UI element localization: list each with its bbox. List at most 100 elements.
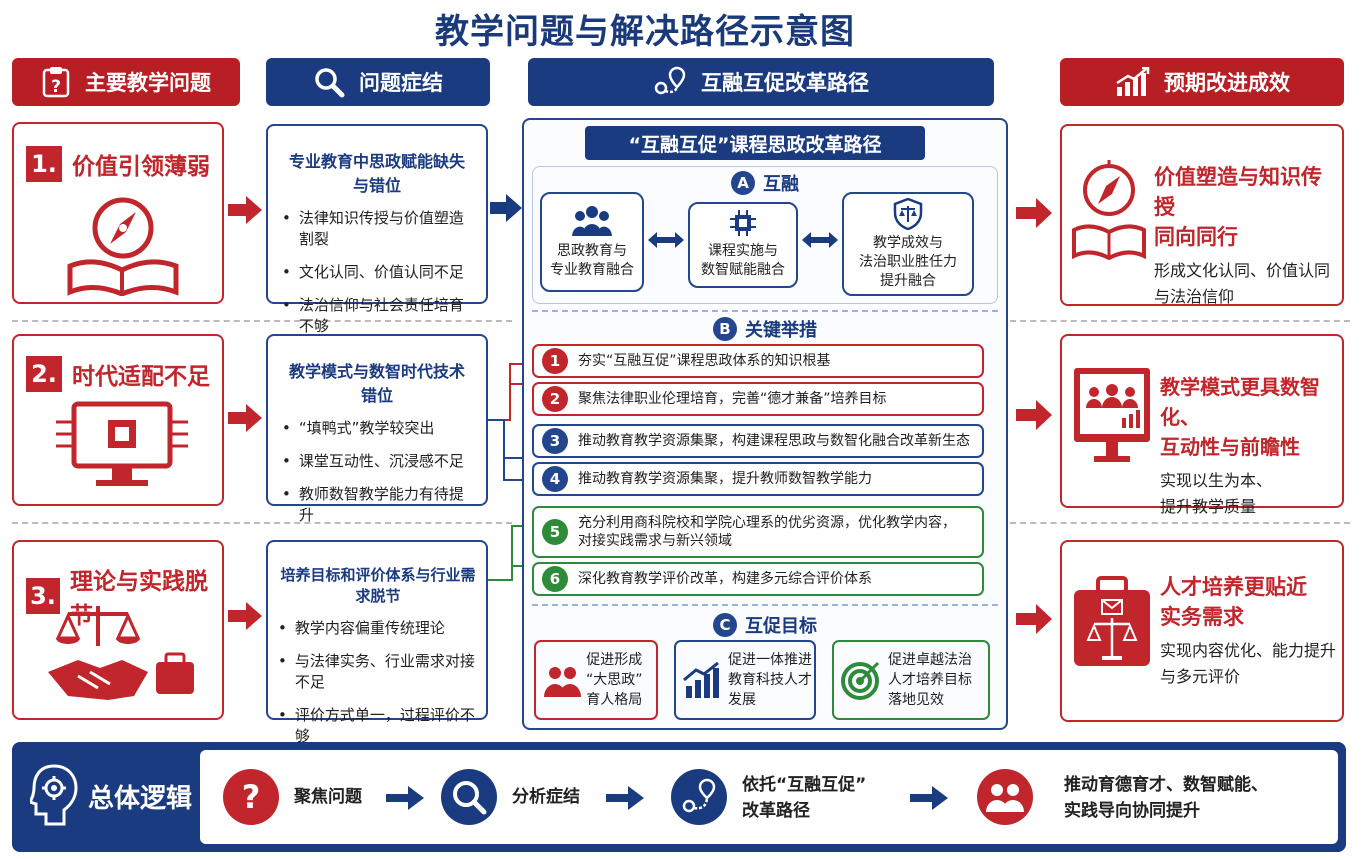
problem-title-2: 2. 时代适配不足 (26, 356, 222, 392)
header-symptoms-label: 问题症结 (359, 71, 443, 95)
measure-step-5: 5 充分利用商科院校和学院心理系的优劣资源，优化教学内容， 对接实践需求与新兴领… (532, 506, 984, 558)
arrow-right-icon (1016, 400, 1052, 430)
arrow-right-icon (228, 404, 262, 432)
people-circle-icon (977, 769, 1033, 825)
header-symptoms: 问题症结 (266, 58, 490, 106)
step-number: 6 (542, 566, 568, 592)
symptom-item: 与法律实务、行业需求对接不足 (294, 652, 475, 691)
logic-step-3: 依托“互融互促” 改革路径 (742, 775, 867, 821)
arrow-right-icon (228, 602, 262, 630)
problem-title-3: 3. 理论与实践脱节 (26, 562, 222, 630)
scales-handshake-icon (48, 606, 194, 700)
problem-card-1: 1. 价值引领薄弱 (12, 122, 224, 304)
section-label: 互融 (763, 174, 799, 195)
problem-number: 1. (26, 146, 62, 182)
outcome-desc: 实现以生为本、 提升教学质量 (1160, 471, 1273, 516)
header-path-label: 互融互促改革路径 (701, 71, 869, 95)
arrow-right-icon (606, 786, 644, 810)
outcome-card-2: 教学模式更具数智化、 互动性与前瞻性 实现以生为本、 提升教学质量 (1060, 334, 1344, 516)
symptom-card-3: 培养目标和评价体系与行业需求脱节 •教学内容偏重传统理论 •与法律实务、行业需求… (266, 540, 488, 745)
growth-chart-icon (683, 662, 719, 698)
fusion-box-2: 课程实施与 数智赋能融合 (688, 202, 798, 288)
section-c-heading: C 互促目标 (532, 612, 998, 638)
clipboard-question-icon: ? (42, 67, 70, 98)
goal-text: 促进卓越法治 人才培养目标 落地见效 (888, 652, 972, 708)
bar-chart-up-icon (1116, 67, 1150, 96)
briefcase-scales-icon (1074, 576, 1150, 666)
compass-book-icon (1072, 160, 1146, 261)
symptom-item: 文化认同、价值认同不足 (298, 263, 464, 281)
outcome-desc: 形成文化认同、价值认同 与法治信仰 (1154, 261, 1331, 306)
measure-step-1: 1 夯实“互融互促”课程思政体系的知识根基 (532, 344, 984, 378)
double-arrow-icon (802, 232, 838, 248)
measure-step-4: 4 推动教育教学资源集聚，提升教师数智教学能力 (532, 462, 984, 496)
symptom-card-2: 教学模式与数智时代技术错位 •“填鸭式”教学较突出 •课堂互动性、沉浸感不足 •… (266, 334, 488, 524)
problem-number: 3. (26, 578, 60, 614)
section-b-heading: B 关键举措 (532, 316, 998, 342)
fusion-label: 教学成效与 法治职业胜任力 提升融合 (859, 234, 957, 289)
outcome-title: 价值塑造与知识传授 同向同行 (1154, 165, 1322, 249)
arrow-right-icon (386, 786, 424, 810)
outcome-card-3: 人才培养更贴近 实务需求 实现内容优化、能力提升 与多元评价 (1060, 540, 1344, 722)
step-number: 3 (542, 428, 568, 454)
symptom-title: 教学模式与数智时代技术错位 (288, 362, 465, 405)
head-gear-icon (30, 764, 78, 826)
shield-scales-icon (893, 197, 923, 230)
symptom-item: 课堂互动性、沉浸感不足 (298, 452, 464, 470)
arrow-right-icon (1016, 198, 1052, 228)
route-pin-icon (654, 66, 686, 95)
header-path: 互融互促改革路径 (528, 58, 994, 106)
section-letter: A (731, 171, 755, 195)
people-icon (544, 667, 581, 697)
outcome-text-3: 人才培养更贴近 实务需求 实现内容优化、能力提升 与多元评价 (1160, 572, 1340, 690)
step-number: 1 (542, 348, 568, 374)
goal-text: 促进一体推进 教育科技人才 发展 (728, 652, 812, 708)
logic-step-4: 推动育德育才、数智赋能、 实践导向协同提升 (1064, 775, 1268, 821)
goal-box-1: 促进形成 “大思政” 育人格局 (534, 640, 658, 720)
problem-card-3: 3. 理论与实践脱节 (12, 540, 224, 720)
header-problems: ? 主要教学问题 (12, 58, 240, 106)
arrow-right-icon (490, 194, 522, 222)
section-a (532, 166, 998, 304)
compass-book-icon (67, 197, 179, 296)
outcome-title: 教学模式更具数智化、 互动性与前瞻性 (1160, 375, 1320, 459)
chip-monitor-icon (56, 401, 188, 486)
section-letter: C (713, 613, 737, 637)
outcome-text-2: 教学模式更具数智化、 互动性与前瞻性 实现以生为本、 提升教学质量 (1160, 372, 1340, 520)
outcome-desc: 实现内容优化、能力提升 与多元评价 (1160, 641, 1337, 686)
section-a-heading: A 互融 (532, 170, 998, 196)
step-text: 推动教育教学资源集聚，提升教师数智教学能力 (578, 471, 872, 487)
fusion-label: 思政教育与 专业教育融合 (550, 243, 634, 278)
connector-lines (488, 363, 530, 581)
section-label: 互促目标 (745, 616, 817, 637)
header-outcomes-label: 预期改进成效 (1164, 71, 1290, 95)
outcome-card-1: 价值塑造与知识传授 同向同行 形成文化认同、价值认同 与法治信仰 (1060, 124, 1344, 306)
problem-label: 时代适配不足 (72, 364, 210, 390)
symptom-card-1: 专业教育中思政赋能缺失与错位 •法律知识传授与价值塑造割裂 •文化认同、价值认同… (266, 124, 488, 335)
path-banner: “互融互促”课程思政改革路径 (585, 126, 925, 160)
fusion-box-1: 思政教育与 专业教育融合 (540, 192, 644, 292)
fusion-box-3: 教学成效与 法治职业胜任力 提升融合 (842, 192, 974, 296)
problem-number: 2. (26, 356, 62, 392)
section-letter: B (713, 317, 737, 341)
arrow-right-icon (910, 786, 948, 810)
step-text: 深化教育教学评价改革，构建多元综合评价体系 (578, 571, 872, 587)
outcome-text-1: 价值塑造与知识传授 同向同行 形成文化认同、价值认同 与法治信仰 (1154, 162, 1338, 310)
problem-label: 价值引领薄弱 (72, 154, 210, 180)
header-outcomes: 预期改进成效 (1060, 58, 1344, 106)
logic-step-1: 聚焦问题 (294, 787, 362, 807)
arrow-right-icon (1016, 604, 1052, 634)
step-number: 4 (542, 466, 568, 492)
problem-card-2: 2. 时代适配不足 (12, 334, 224, 506)
question-circle-icon: ? (223, 769, 279, 825)
step-text: 充分利用商科院校和学院心理系的优劣资源，优化教学内容， 对接实践需求与新兴领域 (578, 515, 956, 549)
symptom-item: 法治信仰与社会责任培育不够 (298, 296, 464, 335)
step-text: 夯实“互融互促”课程思政体系的知识根基 (578, 353, 831, 369)
outcome-title: 人才培养更贴近 实务需求 (1160, 575, 1307, 629)
svg-text:?: ? (51, 77, 61, 97)
goal-box-3: 促进卓越法治 人才培养目标 落地见效 (832, 640, 990, 720)
fusion-label: 课程实施与 数智赋能融合 (701, 243, 785, 278)
problem-title-1: 1. 价值引领薄弱 (26, 146, 222, 182)
symptom-item: 评价方式单一，过程评价不够 (294, 706, 475, 745)
double-arrow-icon (648, 232, 684, 248)
